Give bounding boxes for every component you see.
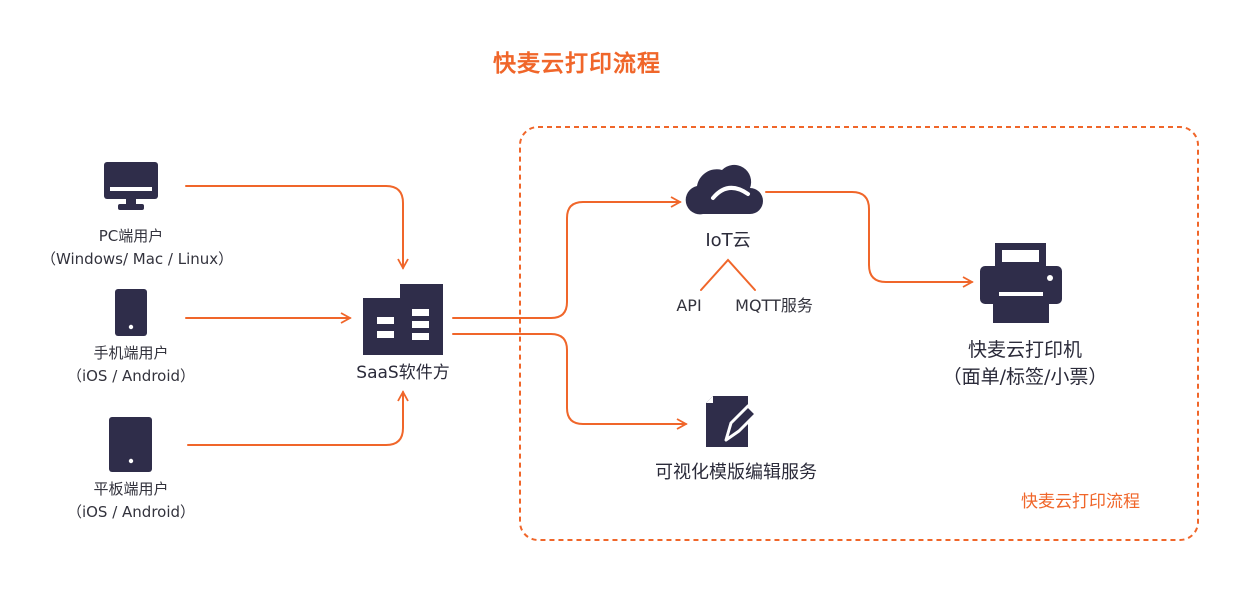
- cloud-region-label: 快麦云打印流程: [1021, 492, 1140, 512]
- arrow-saas-to-template: [452, 333, 688, 430]
- pc-user-platforms: （Windows/ Mac / Linux）: [41, 250, 234, 268]
- printer-types: （面单/标签/小票）: [942, 366, 1108, 388]
- iot-branch-lines: [700, 258, 756, 291]
- tablet-icon: [109, 417, 152, 472]
- template-service-label: 可视化模版编辑服务: [655, 462, 817, 483]
- iot-mqtt-label: MQTT服务: [735, 296, 813, 315]
- document-edit-icon: [706, 396, 758, 447]
- tablet-user-label: 平板端用户 （iOS / Android）: [41, 478, 221, 524]
- building-icon: [363, 284, 443, 355]
- tablet-user-name: 平板端用户: [93, 480, 169, 498]
- cloud-region-border: [519, 126, 1199, 541]
- printer-label: 快麦云打印机 （面单/标签/小票）: [930, 337, 1120, 391]
- printer-icon: [980, 243, 1062, 323]
- mobile-user-label: 手机端用户 （iOS / Android）: [41, 342, 221, 388]
- diagram-title: 快麦云打印流程: [493, 51, 661, 77]
- arrow-pc-to-saas: [185, 185, 409, 270]
- saas-label: SaaS软件方: [356, 363, 450, 383]
- phone-icon: [115, 289, 147, 336]
- arrow-iot-to-printer: [765, 191, 974, 288]
- iot-api-label: API: [676, 296, 702, 315]
- pc-user-label: PC端用户 （Windows/ Mac / Linux）: [41, 225, 234, 271]
- cloud-icon: [685, 164, 763, 215]
- monitor-icon: [104, 162, 158, 210]
- pc-user-name: PC端用户: [98, 227, 164, 245]
- arrow-tablet-to-saas: [187, 390, 409, 446]
- printer-name: 快麦云打印机: [967, 339, 1082, 361]
- iot-cloud-label: IoT云: [705, 230, 751, 251]
- mobile-user-platforms: （iOS / Android）: [66, 367, 196, 385]
- tablet-user-platforms: （iOS / Android）: [66, 503, 196, 521]
- arrow-saas-to-iot: [452, 196, 682, 319]
- mobile-user-name: 手机端用户: [93, 344, 169, 362]
